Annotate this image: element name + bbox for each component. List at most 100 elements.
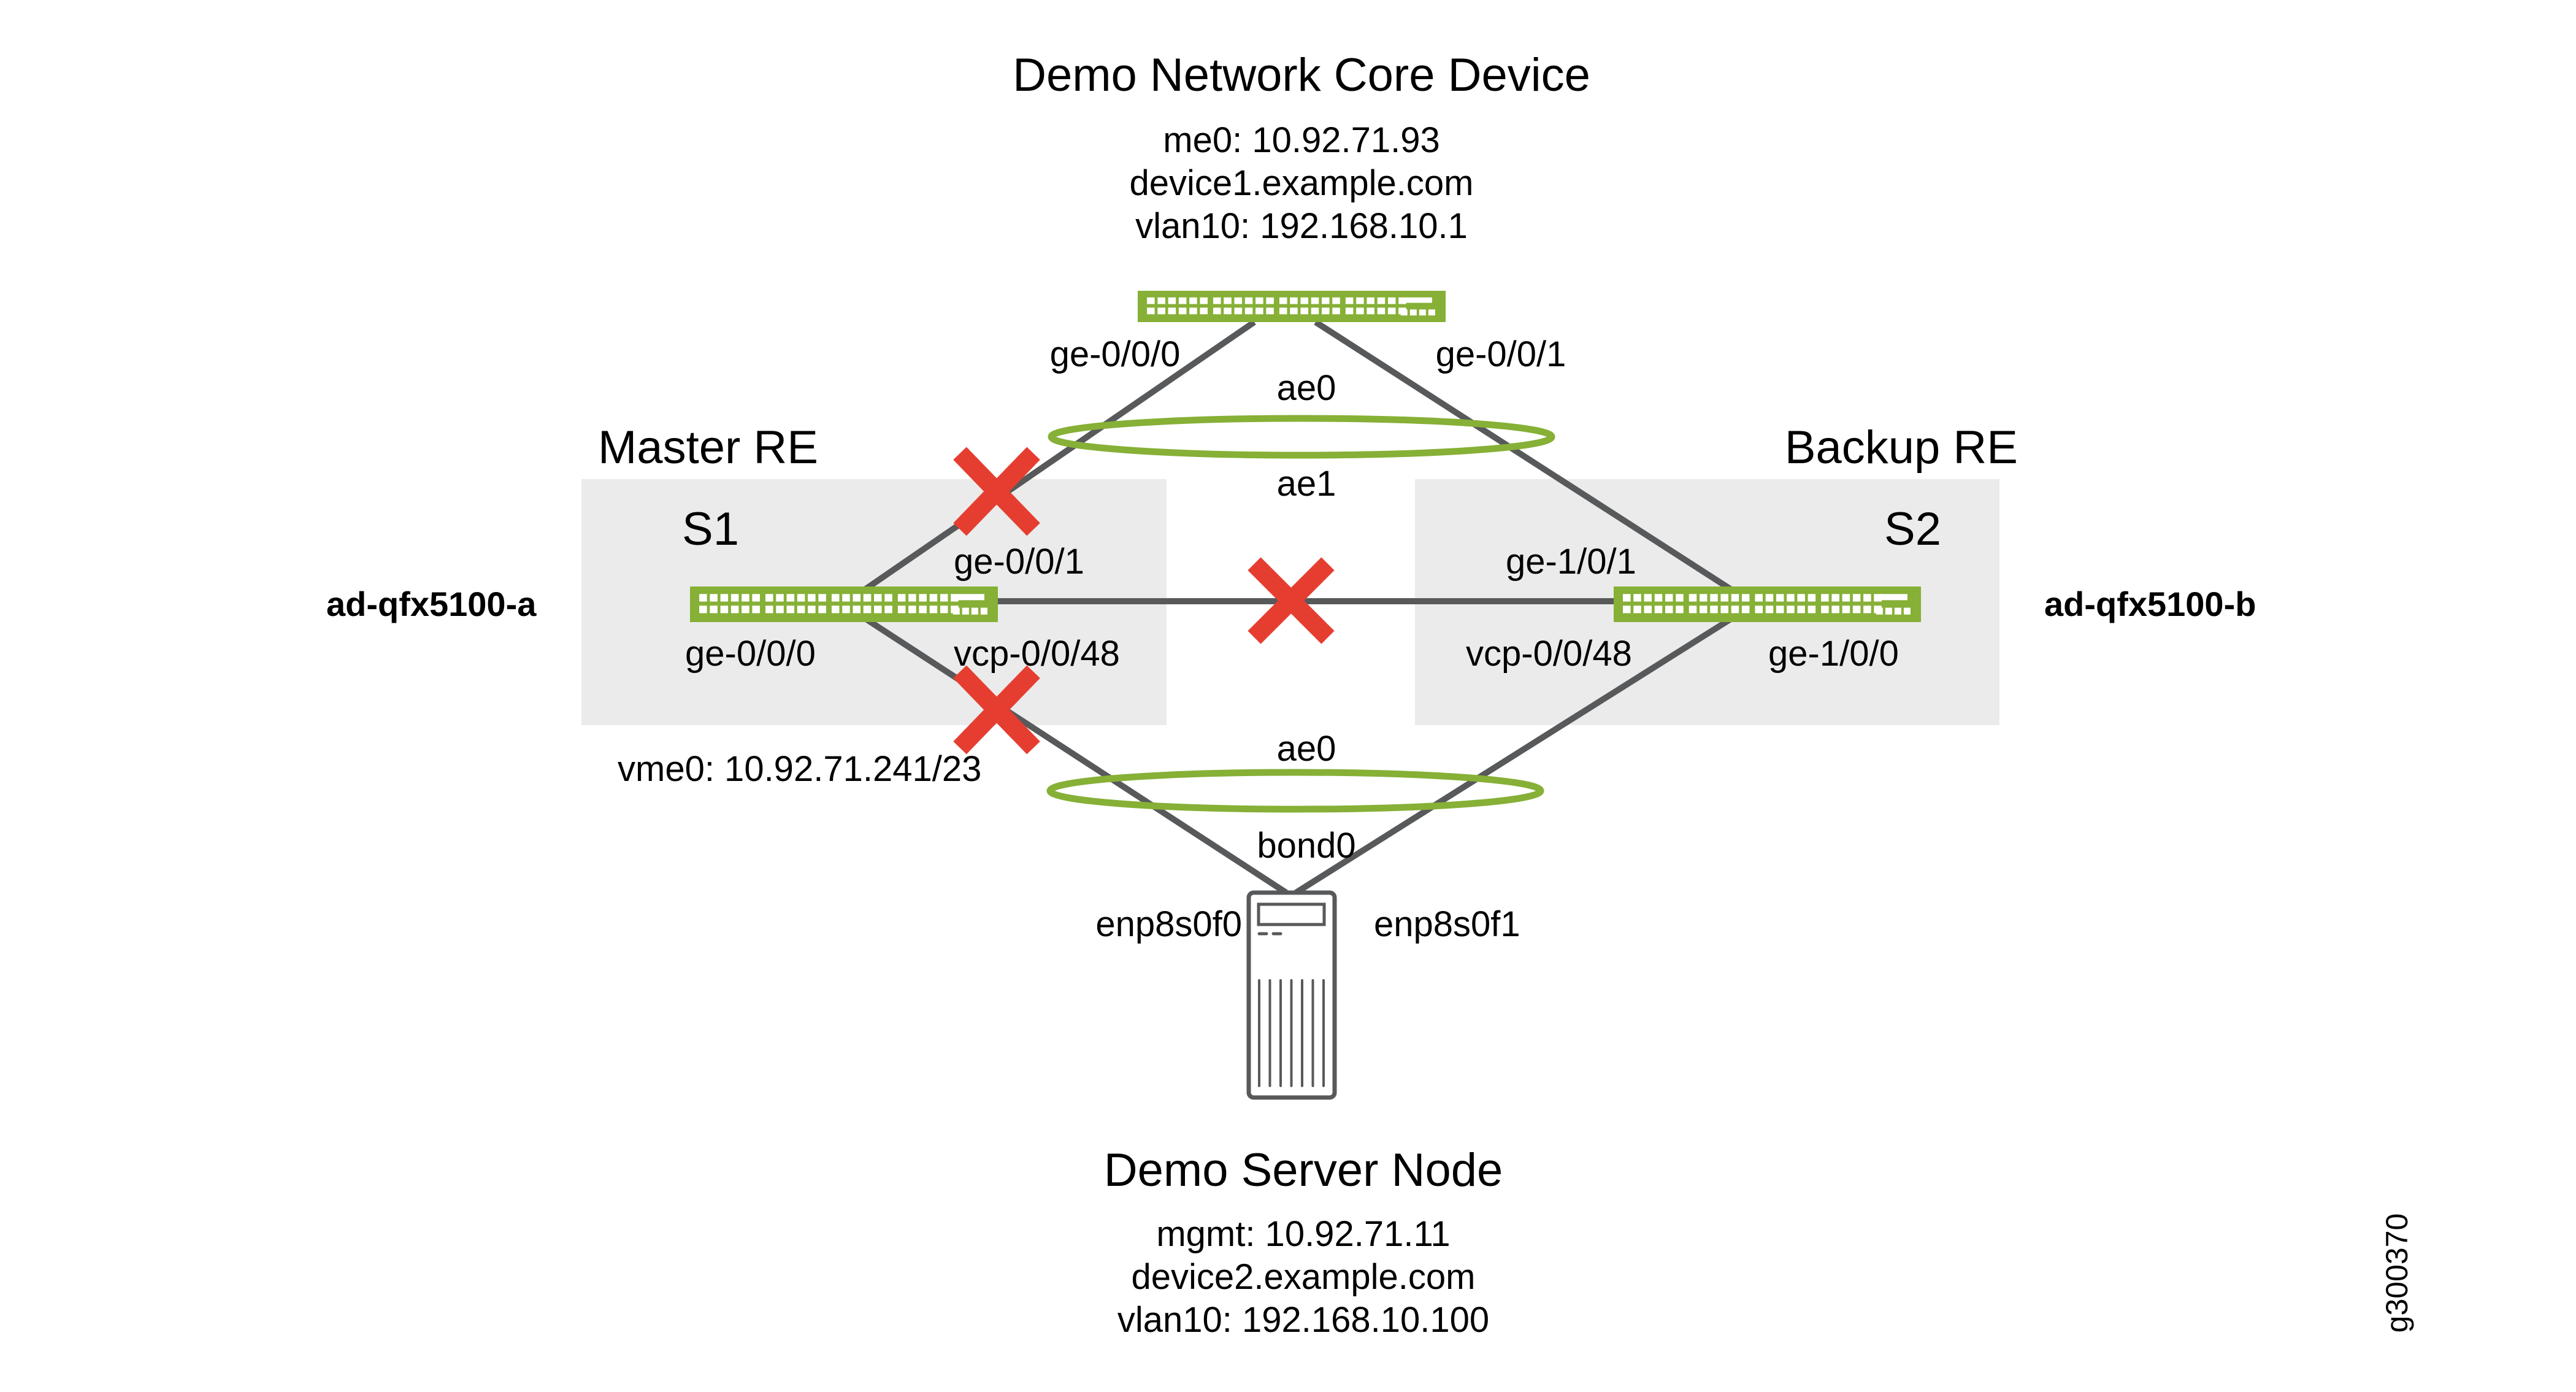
switch-port	[730, 606, 739, 613]
switch-port	[818, 606, 826, 613]
switch-port	[1831, 606, 1839, 613]
switch-port	[1720, 594, 1728, 602]
switch-port	[1623, 606, 1631, 613]
s2-uplink-port-label: ge-1/0/1	[1506, 542, 1636, 582]
switch-port	[1224, 297, 1232, 304]
switch-port	[1234, 297, 1243, 304]
switch-small-port	[980, 607, 987, 615]
switch-port	[1178, 307, 1187, 315]
s1-label: S1	[682, 503, 739, 555]
switch-port	[853, 606, 861, 613]
uplink-lag-ring	[1048, 415, 1555, 459]
switch-port	[1644, 594, 1652, 602]
switch-port	[951, 594, 959, 602]
switch-small-port	[1400, 309, 1408, 316]
s1-vme-label: vme0: 10.92.71.241/23	[618, 749, 981, 789]
switch-port	[1689, 594, 1697, 602]
switch-port	[1807, 606, 1816, 613]
switch-port	[699, 606, 707, 613]
switch-port	[1776, 606, 1784, 613]
switch-port	[1255, 297, 1263, 304]
switch-small-port	[1428, 309, 1435, 316]
switch-port	[1623, 594, 1631, 602]
switch-port	[1279, 297, 1287, 304]
switch-port	[1387, 297, 1396, 304]
switch-port	[786, 594, 795, 602]
switch-uplink-slot	[1404, 297, 1432, 303]
switch-port	[1874, 594, 1882, 602]
core-port-right-label: ge-0/0/1	[1436, 334, 1566, 374]
backup-re-label: Backup RE	[1785, 421, 2018, 474]
switch-port	[1367, 297, 1374, 304]
s2-vcp-port-label: vcp-0/0/48	[1466, 634, 1632, 674]
switch-port	[1665, 594, 1673, 602]
switch-port	[1633, 606, 1641, 613]
switch-port	[1356, 297, 1364, 304]
failure-x-icon-uplink	[953, 447, 1040, 536]
switch-port	[797, 594, 805, 602]
core-device-title: Demo Network Core Device	[1013, 49, 1590, 101]
switch-port	[1676, 594, 1684, 602]
link-s1-to-server	[841, 601, 1288, 896]
switch-chassis	[1614, 586, 1921, 622]
switch-port	[1710, 606, 1718, 613]
switch-port	[1710, 594, 1718, 602]
switch-port	[863, 594, 872, 602]
switch-port	[1213, 297, 1221, 304]
s2-downlink-port-label: ge-1/0/0	[1768, 634, 1899, 674]
uplink-lag-upper-label: ae0	[1277, 368, 1336, 408]
switch-port	[1367, 307, 1374, 315]
link-core-to-s1	[841, 319, 1256, 607]
switch-port	[1852, 594, 1861, 602]
switch-port	[1731, 606, 1739, 613]
switch-small-port	[971, 607, 978, 615]
core-device-info-line: device1.example.com	[1130, 163, 1474, 203]
core-port-left-label: ge-0/0/0	[1050, 334, 1181, 374]
switch-port	[884, 606, 892, 613]
switch-port	[1244, 307, 1253, 315]
switch-port	[1644, 606, 1652, 613]
switch-port	[797, 606, 805, 613]
switch-port	[808, 606, 816, 613]
server-nic-left-label: enp8s0f0	[1095, 904, 1242, 944]
switch-port	[1821, 606, 1829, 613]
s1-uplink-port-label: ge-0/0/1	[954, 542, 1084, 582]
s1-vcp-port-label: vcp-0/0/48	[954, 634, 1120, 674]
failure-x-icon-vcp	[1248, 557, 1335, 644]
switch-port	[1178, 297, 1187, 304]
switch-port	[742, 606, 749, 613]
switch-port	[752, 606, 760, 613]
switch-port	[730, 594, 739, 602]
switch-small-port	[1419, 309, 1426, 316]
switch-port	[929, 594, 938, 602]
switch-uplink-slot	[956, 594, 984, 601]
switch-small-port	[953, 607, 960, 615]
switch-port	[853, 594, 861, 602]
switch-port	[1755, 606, 1763, 613]
switch-port	[710, 594, 718, 602]
switch-port	[897, 594, 906, 602]
core-device-info-line: me0: 10.92.71.93	[1163, 120, 1439, 160]
switch-port	[1765, 606, 1774, 613]
switch-port	[786, 606, 795, 613]
switch-port	[1755, 594, 1763, 602]
switch-port	[1741, 594, 1750, 602]
switch-port	[720, 606, 729, 613]
switch-port	[1311, 307, 1319, 315]
switch-port	[1654, 606, 1663, 613]
s1-hostname: ad-qfx5100-a	[326, 585, 537, 623]
switch-chassis	[1138, 291, 1446, 322]
switch-port	[1689, 606, 1697, 613]
switch-port	[1633, 594, 1641, 602]
switch-port	[1345, 307, 1354, 315]
switch-port	[765, 606, 773, 613]
switch-small-port	[1409, 309, 1417, 316]
server-lag-lower-label: bond0	[1257, 826, 1355, 866]
switch-port	[1290, 297, 1298, 304]
switch-port	[897, 606, 906, 613]
switch-port	[1787, 594, 1795, 602]
switch-port	[1213, 307, 1221, 315]
switch-port	[1731, 594, 1739, 602]
switch-port	[1387, 307, 1396, 315]
